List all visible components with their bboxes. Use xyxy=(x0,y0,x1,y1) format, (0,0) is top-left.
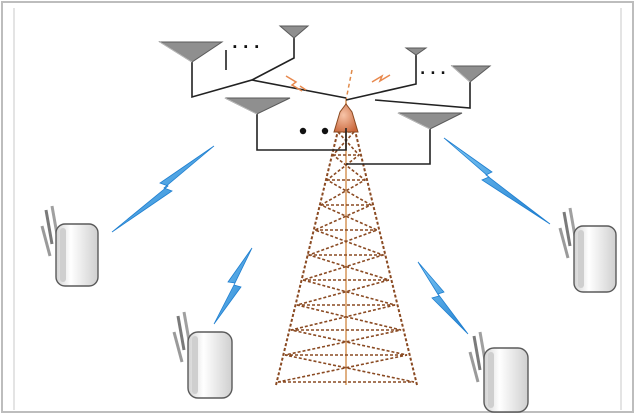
panel-antenna-icon xyxy=(158,41,224,63)
panel-antenna-icon xyxy=(278,25,310,39)
coupling-marks xyxy=(285,74,391,92)
tower-hub xyxy=(333,103,359,133)
panel-antenna-icon xyxy=(450,65,492,83)
wireless-router-icon xyxy=(40,205,99,287)
ellipsis-top-right: . . . xyxy=(420,62,446,78)
lightning-bolt-icon xyxy=(111,145,215,233)
ellipsis-top-left: . . . xyxy=(232,34,260,52)
wireless-router-icon xyxy=(468,331,529,413)
wireless-router-icon xyxy=(172,311,233,399)
panel-antenna-icon xyxy=(404,47,428,56)
ellipsis-center xyxy=(299,127,329,135)
panel-antenna-icon xyxy=(397,112,463,130)
lightning-bolt-icon xyxy=(213,247,253,325)
lightning-bolt-icon xyxy=(443,137,551,225)
wireless-router-icon xyxy=(558,207,617,293)
lattice-tower-icon xyxy=(275,69,418,386)
panel-antenna-icon xyxy=(224,97,291,115)
lightning-bolt-icon xyxy=(417,261,469,335)
feed-lines xyxy=(191,38,471,165)
